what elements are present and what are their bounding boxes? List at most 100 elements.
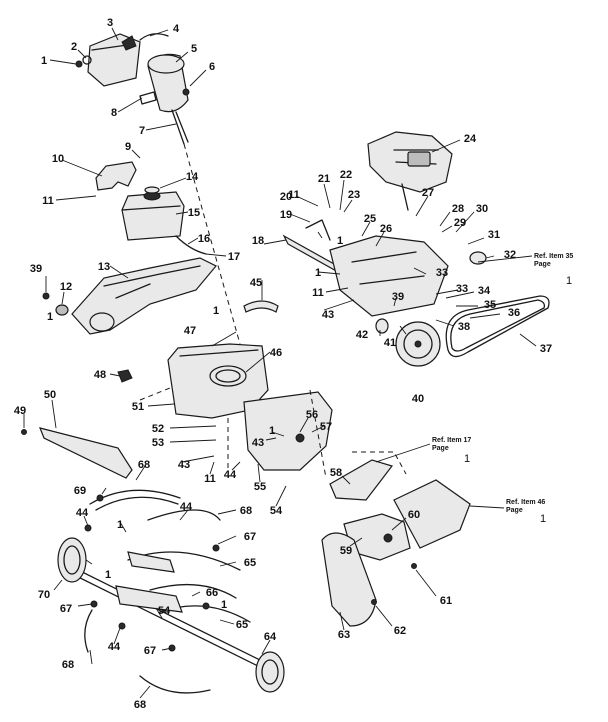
callout-65b: 65 [236,619,248,631]
callout-19: 19 [280,209,292,221]
callout-18: 18 [252,235,264,247]
callout-1c: 1 [47,311,53,323]
pulley-group [375,251,550,367]
callout-36: 36 [508,307,520,319]
ref-note-35-line1: Ref. Item 35 [534,253,573,260]
callout-56: 56 [306,409,318,421]
reference-note-item-17: Ref. Item 17 Page 1 [432,437,471,465]
callout-67b: 67 [60,603,72,615]
callout-22: 22 [340,169,352,181]
callout-62: 62 [394,625,406,637]
callout-6: 6 [209,61,215,73]
callout-26: 26 [380,223,392,235]
ref-note-46-line2: Page [506,507,523,514]
frame-and-rail [282,219,449,317]
ref-note-35-page: 1 [566,275,572,287]
callout-33b: 33 [456,283,468,295]
callout-49: 49 [14,405,26,417]
reference-note-item-35: Ref. Item 35 Page 1 [534,253,573,287]
callout-44b: 44 [76,507,89,519]
callout-32: 32 [504,249,516,261]
impeller-assembly [321,451,471,627]
callout-labels: 1 2 3 4 5 6 7 8 9 10 11 12 13 14 15 16 1… [14,17,552,711]
callout-10: 10 [52,153,64,165]
callout-27: 27 [422,187,434,199]
callout-69: 69 [74,485,86,497]
callout-28: 28 [452,203,464,215]
callout-44a: 44 [224,469,237,481]
callout-68d: 68 [134,699,146,711]
callout-54a: 54 [270,505,283,517]
reference-note-item-46: Ref. Item 46 Page 1 [506,499,546,525]
callout-4: 4 [173,23,180,35]
housing-top-assembly [42,257,217,335]
auger-housing [21,300,333,479]
callout-35: 35 [484,299,496,311]
callout-15: 15 [188,207,200,219]
callout-60: 60 [408,509,420,521]
callout-53: 53 [152,437,164,449]
callout-51: 51 [132,401,144,413]
callout-43b: 43 [252,437,264,449]
callout-1i: 1 [221,599,227,611]
callout-39a: 39 [392,291,404,303]
callout-67c: 67 [144,645,156,657]
callout-21: 21 [318,173,330,185]
alignment-lines [139,143,327,479]
callout-34: 34 [478,285,491,297]
callout-43a: 43 [322,309,334,321]
callout-11c: 11 [312,287,324,299]
ref-note-17-page: 1 [464,453,470,465]
callout-61: 61 [440,595,452,607]
callout-42: 42 [356,329,368,341]
callout-52: 52 [152,423,164,435]
callout-29: 29 [454,217,466,229]
callout-50: 50 [44,389,56,401]
callout-31: 31 [488,229,500,241]
callout-67a: 67 [244,531,256,543]
callout-39b: 39 [30,263,42,275]
callout-66: 66 [206,587,218,599]
callout-70: 70 [38,589,50,601]
callout-2: 2 [71,41,77,53]
engine-assembly [367,131,453,211]
callout-58: 58 [330,467,342,479]
callout-11b: 11 [288,189,300,201]
callout-7: 7 [139,125,145,137]
callout-11a: 11 [42,195,54,207]
callout-12: 12 [60,281,72,293]
callout-11d: 11 [204,473,216,485]
callout-57: 57 [320,421,332,433]
callout-47: 47 [184,325,196,337]
callout-54b: 54 [158,605,171,617]
callout-33a: 33 [436,267,448,279]
callout-24: 24 [464,133,477,145]
callout-45: 45 [250,277,262,289]
callout-46: 46 [270,347,282,359]
leader-lines [23,27,537,699]
callout-68c: 68 [62,659,74,671]
callout-48: 48 [94,369,106,381]
callout-17: 17 [228,251,240,263]
auger-assembly [57,489,285,694]
callout-41: 41 [384,337,396,349]
callout-20: 20 [280,191,292,203]
callout-3: 3 [107,17,113,29]
callout-1f: 1 [269,425,275,437]
callout-55: 55 [254,481,266,493]
ref-note-35-line2: Page [534,261,551,268]
callout-37: 37 [540,343,552,355]
callout-8: 8 [111,107,117,119]
ref-note-46-page: 1 [540,513,546,525]
callout-68a: 68 [138,459,150,471]
callout-1b: 1 [213,305,219,317]
callout-1: 1 [41,55,47,67]
callout-25: 25 [364,213,376,225]
callout-1h: 1 [105,569,111,581]
callout-68b: 68 [240,505,252,517]
callout-14: 14 [186,171,199,183]
chute-deflector-assembly [75,33,190,145]
callout-63: 63 [338,629,350,641]
ref-note-17-line1: Ref. Item 17 [432,437,471,444]
callout-1d: 1 [315,267,321,279]
